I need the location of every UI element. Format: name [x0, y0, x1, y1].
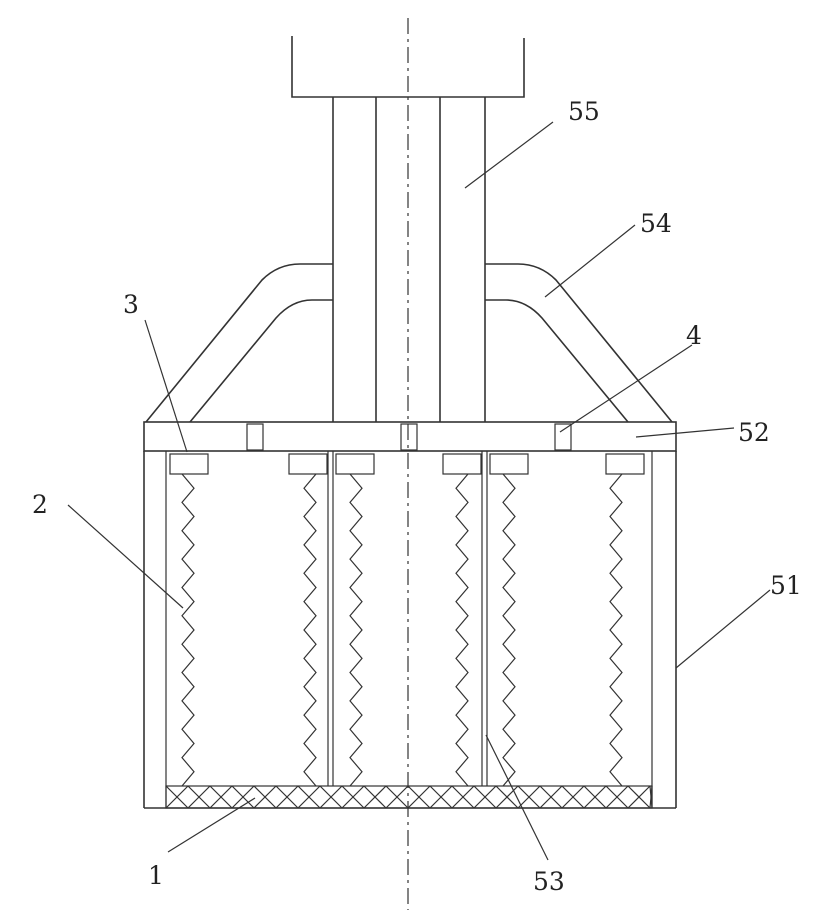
- label-52: 52: [738, 418, 770, 447]
- springs: [182, 474, 622, 786]
- sensor-blocks: [170, 454, 644, 474]
- spring-coil: [182, 474, 194, 786]
- label-51: 51: [770, 571, 802, 600]
- outer-housing: [144, 451, 676, 808]
- label-3: 3: [123, 290, 139, 319]
- label-55: 55: [568, 97, 600, 126]
- top-plate: [144, 422, 676, 451]
- side-bracket: [146, 264, 672, 422]
- spring-coil: [350, 474, 362, 786]
- plate-pin-center: [401, 424, 417, 450]
- label-4: 4: [686, 321, 702, 350]
- label-1: 1: [148, 861, 164, 890]
- plate-pin-right: [555, 424, 571, 450]
- label-54: 54: [640, 209, 672, 238]
- plate-pin-left: [247, 424, 263, 450]
- center-shaft: [333, 97, 485, 422]
- spring-coil: [503, 474, 515, 786]
- mesh-bottom: [166, 786, 652, 808]
- spring-coil: [456, 474, 468, 786]
- label-53: 53: [533, 867, 565, 896]
- label-2: 2: [32, 490, 48, 519]
- spring-coil: [610, 474, 622, 786]
- spring-coil: [304, 474, 316, 786]
